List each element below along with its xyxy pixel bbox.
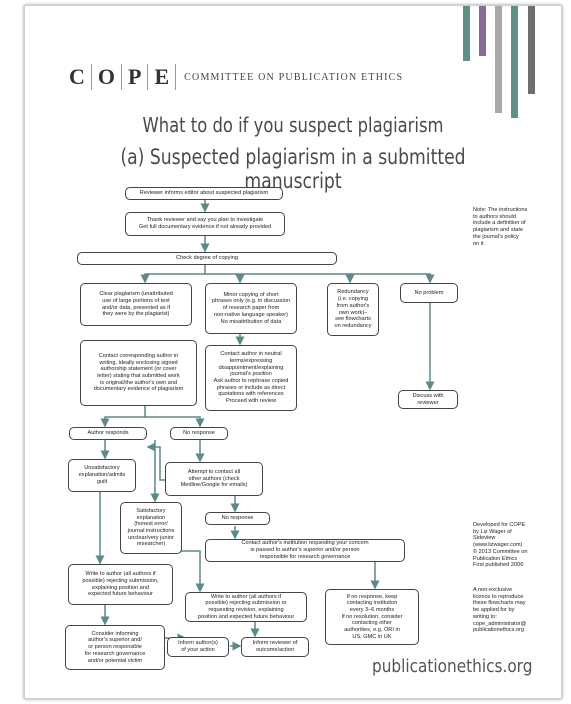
- logo-letter: E: [148, 64, 177, 90]
- box-contact-corresponding: Contact corresponding author in writing,…: [80, 340, 197, 406]
- note-licence: A non-exclusive licence to reproduce the…: [473, 587, 527, 634]
- arrow: [146, 442, 165, 481]
- box-inform-reviewer: Inform reviewer of outcome/action: [241, 637, 309, 657]
- box-write-reject-revise: Write to author (all authors if possible…: [185, 592, 307, 622]
- box-check-degree: Check degree of copying: [77, 252, 337, 265]
- decorative-bar: [479, 6, 486, 56]
- decorative-bar: [528, 6, 535, 94]
- arrow: [100, 406, 146, 428]
- note-instructions: Note: The instructions to authors should…: [473, 207, 528, 247]
- logo-letter: C: [63, 64, 92, 90]
- flow-connectors: [95, 200, 435, 651]
- page-subtitle: (a) Suspected plagiarism in a submitted …: [120, 145, 466, 193]
- page-title: What to do if you suspect plagiarism: [142, 113, 444, 137]
- arrow: [170, 550, 205, 593]
- box-contact-institution: Contact author's institution requesting …: [205, 539, 405, 562]
- arrow: [205, 273, 245, 284]
- box-unsatisfactory: Unsatisfactory explanation/admits guilt: [68, 459, 136, 492]
- decorative-bar: [463, 6, 470, 61]
- decorative-bar: [511, 6, 518, 118]
- flowchart-page: C O P E COMMITTEE ON PUBLICATION ETHICS …: [24, 5, 562, 699]
- footer-url: publicationethics.org: [372, 656, 533, 677]
- arrow: [140, 265, 206, 284]
- box-thank-reviewer: Thank reviewer and say you plan to inves…: [125, 212, 285, 236]
- note-credits: Developed for COPE by Liz Wager of Sidev…: [473, 522, 528, 569]
- logo-name: COMMITTEE ON PUBLICATION ETHICS: [184, 71, 404, 83]
- logo-letter: O: [92, 64, 123, 90]
- box-no-problem: No problem: [400, 283, 458, 303]
- arrow: [145, 416, 205, 428]
- arrow: [240, 273, 355, 284]
- box-no-response-2: No response: [205, 512, 270, 525]
- box-no-response: No response: [170, 427, 228, 440]
- box-inform-author: Inform author(s) of your action: [167, 637, 229, 657]
- box-discuss-reviewer: Discuss with reviewer: [398, 390, 458, 409]
- box-redundancy: Redundancy (i.e. copying from author's o…: [327, 283, 379, 336]
- box-reviewer-informs: Reviewer informs editor about suspected …: [125, 187, 283, 200]
- decorative-bar: [495, 6, 502, 113]
- box-keep-contacting: If no response, keep contacting institut…: [325, 589, 419, 645]
- box-contact-neutral: Contact author in neutral terms/expressi…: [205, 345, 297, 411]
- box-minor-copying: Minor copying of short phrases only (e.g…: [205, 283, 297, 334]
- arrow: [350, 273, 435, 284]
- box-clear-plagiarism: Clear plagiarism (unattributed use of la…: [80, 283, 192, 326]
- logo-letter: P: [122, 64, 149, 90]
- box-write-reject: Write to author (all authors if possible…: [68, 564, 173, 605]
- box-satisfactory: Satisfactory explanation (honest error/ …: [120, 502, 182, 554]
- box-author-responds: Author responds: [69, 427, 147, 440]
- box-consider-informing: Consider informing author's superior and…: [65, 625, 165, 670]
- cope-logo: C O P E COMMITTEE ON PUBLICATION ETHICS: [63, 64, 403, 90]
- box-attempt-contact: Attempt to contact all other authors (ch…: [165, 462, 263, 496]
